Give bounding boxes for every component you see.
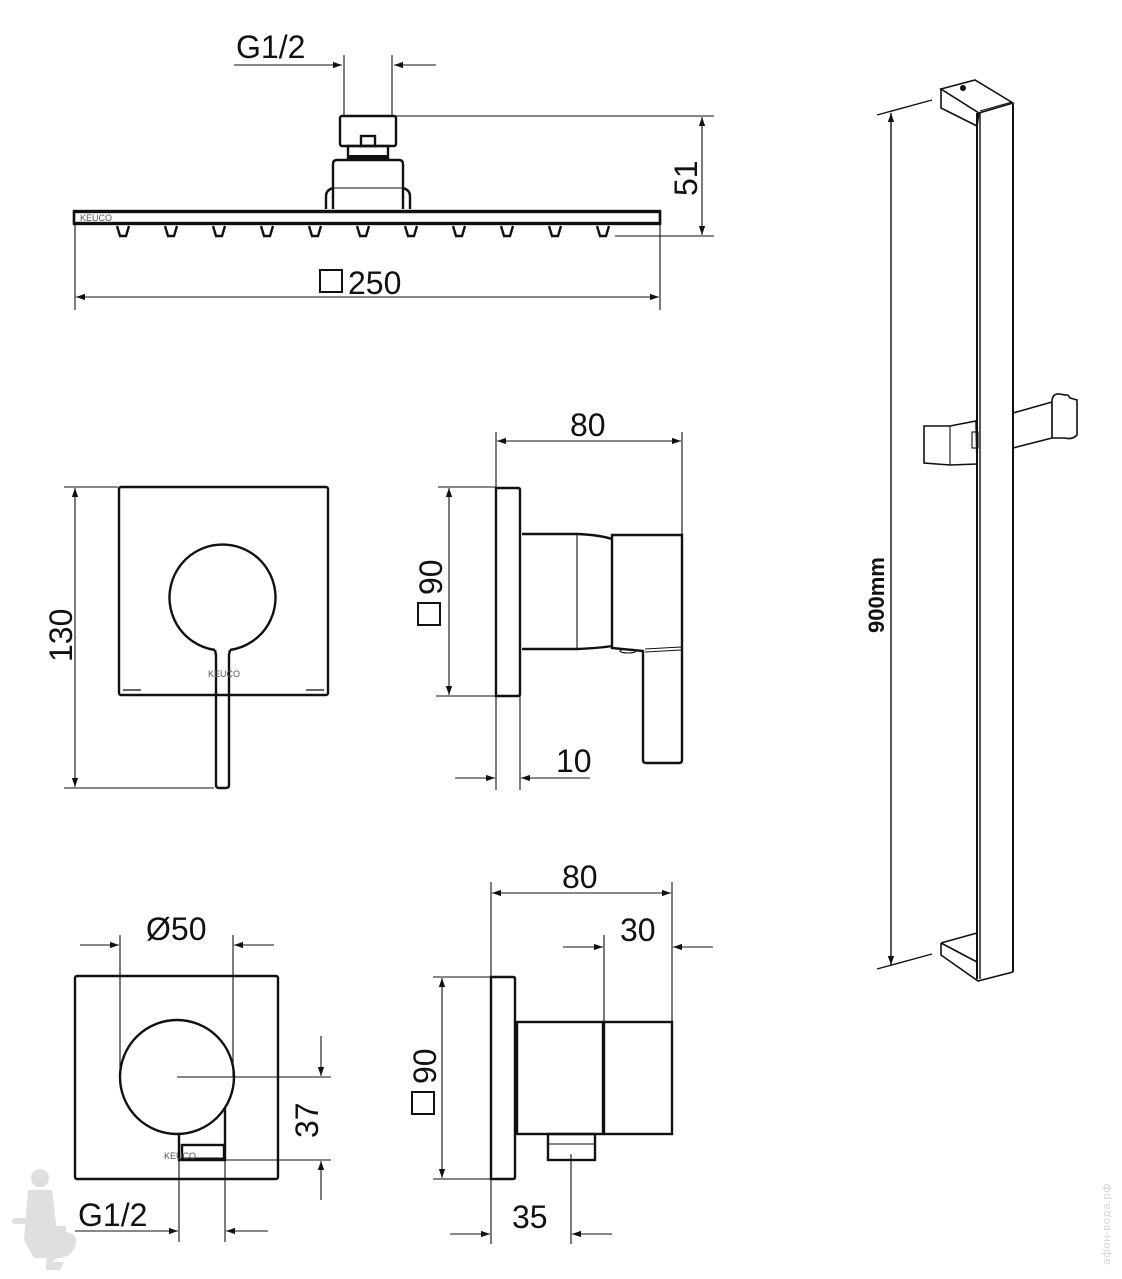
mixer-depth-label: 80: [570, 407, 606, 443]
outlet-depth-label: 80: [562, 859, 598, 895]
rail-length-label: 900mm: [864, 557, 889, 633]
outlet-plate-label: 90: [407, 1048, 443, 1084]
mixer-plate-thickness-label: 10: [556, 743, 592, 779]
outlet-side-view: 80 30 90 35: [407, 859, 713, 1244]
plumber-mascot-icon: [12, 1169, 77, 1270]
square-symbol: [411, 1091, 435, 1115]
shower-height-label: 51: [668, 160, 704, 196]
mixer-height-label: 130: [43, 609, 79, 662]
shower-nozzles: [115, 225, 611, 238]
outlet-brand-label: KEUCO: [164, 1151, 196, 1161]
shower-head-view: G1/2 KEUCO 51: [72, 29, 714, 310]
outlet-offset-label: 37: [289, 1102, 325, 1138]
watermark-text: афон-вода.рф: [1100, 1184, 1113, 1265]
outlet-head-label: 30: [620, 912, 656, 948]
shower-brand-label: KEUCO: [80, 213, 112, 223]
square-symbol: [319, 269, 343, 293]
outlet-connection-label: G1/2: [78, 1197, 147, 1233]
mixer-plate-label: 90: [413, 559, 449, 595]
outlet-front-view: KEUCO Ø50 37 G1/2: [73, 911, 331, 1242]
shower-width-label: 250: [348, 265, 401, 301]
shower-connection-label: G1/2: [236, 29, 305, 65]
outlet-diameter-label: Ø50: [146, 911, 206, 947]
slide-rail-view: 900mm: [864, 79, 1078, 982]
outlet-offset-label-35: 35: [512, 1199, 548, 1235]
mixer-front-view: KEUCO 130: [43, 485, 330, 790]
square-symbol: [417, 602, 441, 626]
mixer-brand-label: KEUCO: [208, 669, 240, 679]
mixer-side-view: 80 90 10: [413, 407, 684, 790]
